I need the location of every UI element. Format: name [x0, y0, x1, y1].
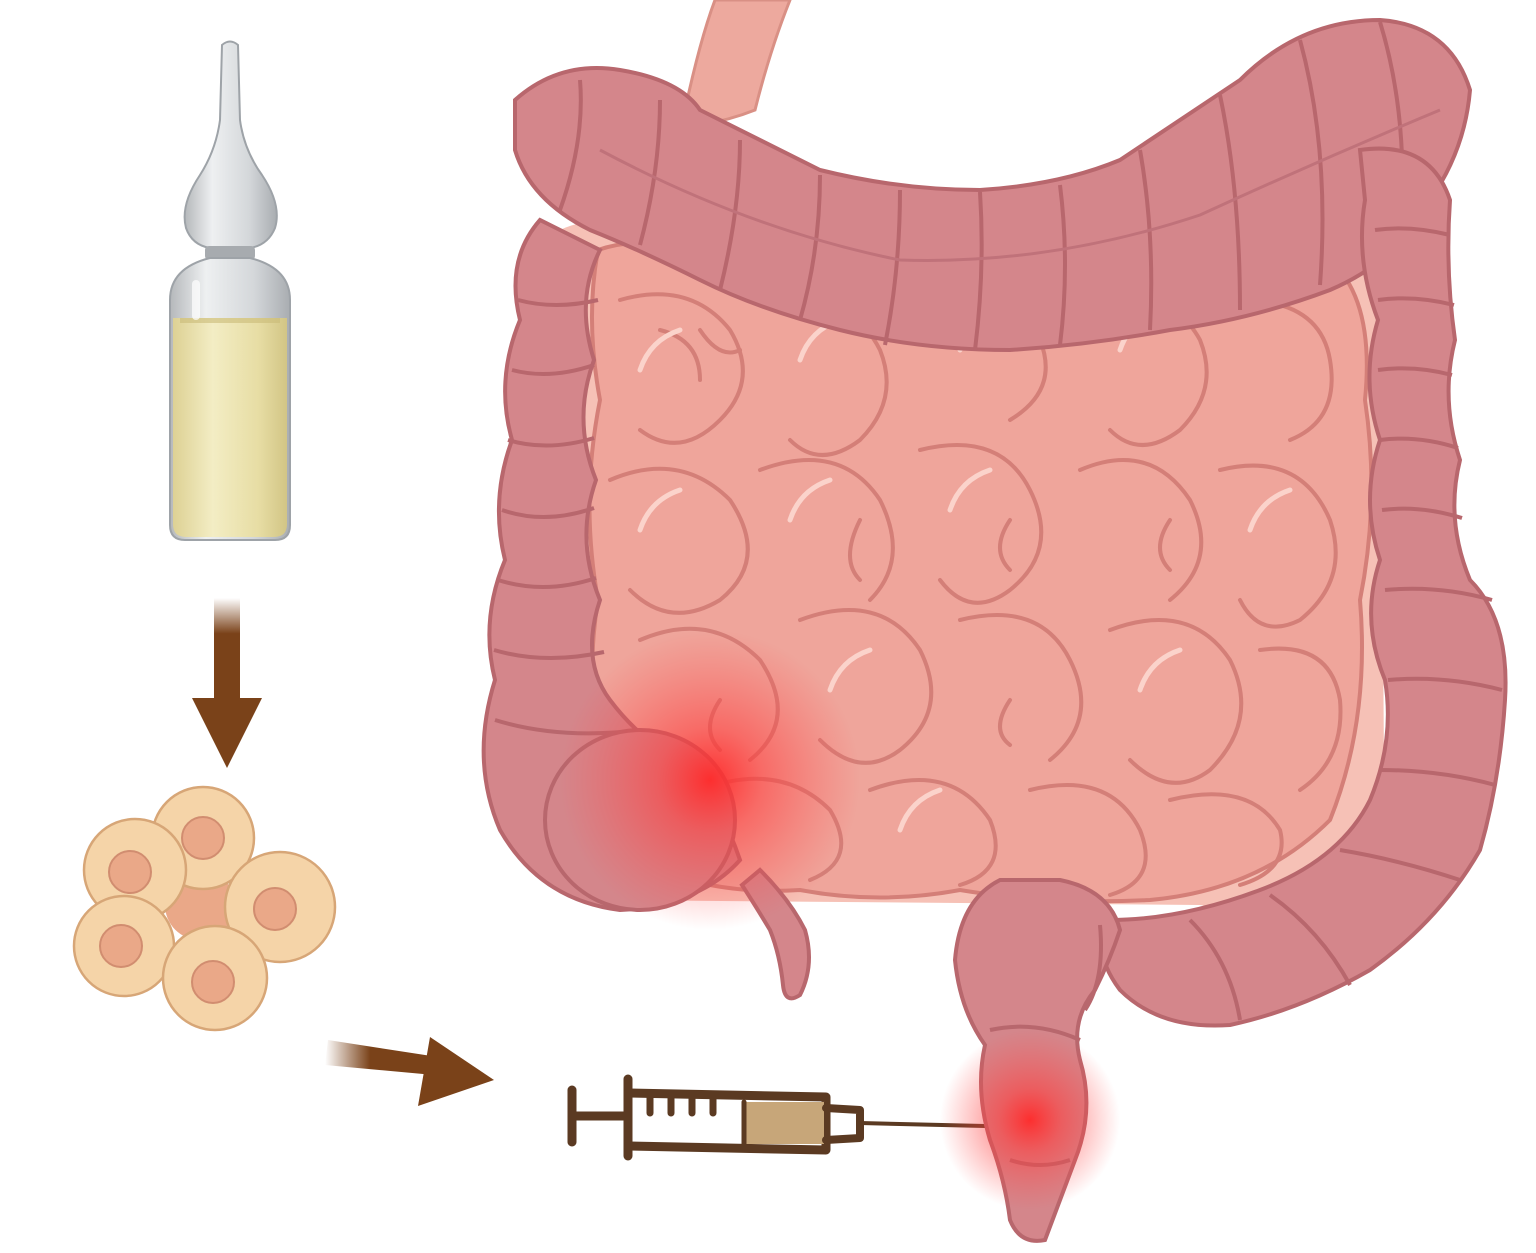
cell-lower-left — [74, 896, 174, 996]
syringe-medicine — [744, 1102, 824, 1144]
cell-bottom — [163, 926, 267, 1030]
syringe-hub — [826, 1108, 860, 1140]
ampoule-tip — [185, 42, 277, 249]
arrow-right — [325, 1037, 494, 1106]
cell-cluster — [74, 787, 335, 1030]
ampoule — [170, 42, 290, 541]
syringe — [572, 1079, 985, 1156]
esophagus — [685, 0, 790, 125]
intestines — [484, 0, 1506, 1241]
inflammation-rectum — [940, 1030, 1120, 1210]
inflammation-cecum — [560, 630, 860, 930]
ampoule-liquid — [173, 318, 287, 537]
arrow-down — [192, 598, 262, 768]
